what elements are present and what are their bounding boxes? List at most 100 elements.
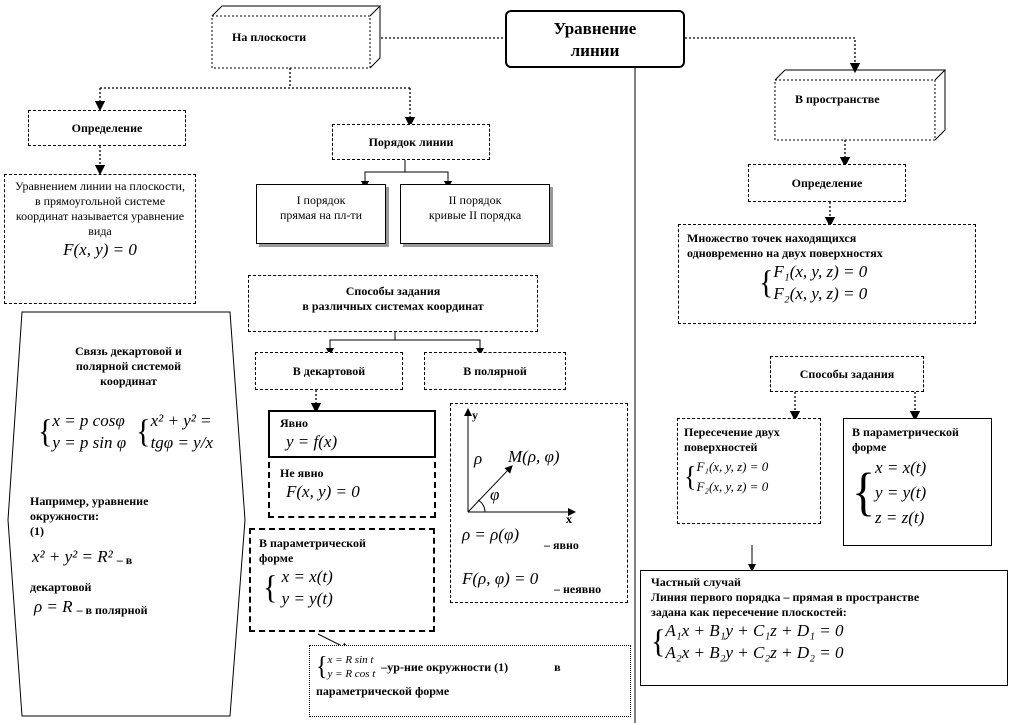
space-def-text2: одновременно на двух поверхностях xyxy=(687,246,883,260)
example-num: (1) xyxy=(30,524,44,538)
example-polar-row: ρ = R – в полярной xyxy=(34,596,147,618)
space-param-eq2: y = y(t) xyxy=(875,483,927,502)
main-title-line2: линии xyxy=(570,41,620,60)
plane-definition-description: Уравнением линии на плоскости, в прямоуг… xyxy=(15,179,185,238)
example-block: Например, уравнение окружности: (1) xyxy=(30,494,220,539)
plane-definition-box: Уравнением линии на плоскости, в прямоуг… xyxy=(4,174,196,304)
special-text2: задана как пересечение плоскостей: xyxy=(651,605,847,619)
param-eq1: x = x(t) xyxy=(281,567,333,586)
link-brace2: { xyxy=(136,413,151,450)
link-eq3: x² + y² = xyxy=(150,411,212,430)
polar-eq2: F(ρ, φ) = 0 xyxy=(462,569,539,588)
param-label2: форме xyxy=(259,551,294,565)
param-label1: В параметрической xyxy=(259,536,366,550)
cartesian-label: В декартовой xyxy=(292,364,366,378)
polar-box: В полярной xyxy=(424,352,566,390)
example-polar-note: – в полярной xyxy=(76,603,148,617)
link-eq4: tgφ = y/x xyxy=(150,433,213,452)
circle-in: в xyxy=(554,659,561,674)
circle-brace: { xyxy=(316,652,328,682)
polar-eq1: ρ = ρ(φ) xyxy=(462,525,520,544)
special-eq2: A₂x + B₂y + C₂z + D₂ = 0 xyxy=(665,643,844,662)
plane-label: На плоскости xyxy=(232,30,307,44)
order-box: Порядок линии xyxy=(332,124,490,160)
example1: Например, уравнение xyxy=(30,494,149,508)
polar-rho: ρ xyxy=(474,449,483,468)
link-eq1: x = p cosφ xyxy=(52,411,125,430)
plane-methods-box: Способы задания в различных системах коо… xyxy=(248,275,538,332)
example-polar-eq: ρ = R xyxy=(34,597,73,616)
circle-eq2: y = R cos t xyxy=(327,668,376,680)
polar-axis-x: x xyxy=(566,512,572,526)
order1-line2: прямая на пл-ти xyxy=(279,208,363,222)
plane-definition-label: Определение xyxy=(28,110,186,146)
polar-label: В полярной xyxy=(463,364,527,378)
space-definition-label: Определение xyxy=(791,176,863,190)
example2: окружности: xyxy=(30,509,100,523)
plane-methods-line1: Способы задания xyxy=(345,284,441,298)
polar-eq2-note: – неявно xyxy=(554,582,602,596)
space-def-text1: Множество точек находящихся xyxy=(687,231,857,245)
polar-eq1-note: – явно xyxy=(544,538,579,552)
order1-box: I порядок прямая на пл-ти xyxy=(256,184,386,244)
space-param-eq3: z = z(t) xyxy=(875,508,925,527)
polar-point: M(ρ, φ) xyxy=(508,447,560,466)
implicit-label: Не явно xyxy=(280,466,324,480)
intersection-line2: поверхностей xyxy=(684,440,758,454)
example-cart: декартовой xyxy=(30,580,92,594)
circle-text: –ур-ние окружности (1) xyxy=(381,659,509,674)
param-box: В параметрической форме { x = x(t) y = y… xyxy=(249,528,435,632)
special-brace: { xyxy=(651,623,666,660)
link-equations: { x = p cosφ y = p sin φ { x² + y² = tgφ… xyxy=(38,410,213,454)
cartesian-box: В декартовой xyxy=(255,352,403,390)
circle-text2: параметрической форме xyxy=(316,684,450,698)
space-def-eq2: F₂(x, y, z) = 0 xyxy=(773,284,868,303)
link-title2: полярной системой xyxy=(75,359,182,373)
space-param-line1: В параметрической xyxy=(852,425,959,439)
space-param-eq1: x = x(t) xyxy=(875,458,927,477)
link-title: Связь декартовой и полярной системой коо… xyxy=(36,344,221,389)
space-label: В пространстве xyxy=(795,92,880,106)
link-title3: координат xyxy=(100,374,157,388)
implicit-eq: F(x, y) = 0 xyxy=(286,482,360,501)
param-brace: { xyxy=(263,569,278,606)
plane-definition-equation: F(x, y) = 0 xyxy=(63,240,137,259)
special-eq1: A₁x + B₁y + C₁z + D₁ = 0 xyxy=(665,621,844,640)
param-eq2: y = y(t) xyxy=(281,589,333,608)
order-label: Порядок линии xyxy=(368,135,454,149)
polar-diagram-box xyxy=(450,403,628,603)
link-brace1: { xyxy=(38,413,53,450)
circle-param-box: { x = R sin t y = R cos t –ур-ние окружн… xyxy=(309,645,631,717)
main-title-box: Уравнение линии xyxy=(505,10,685,68)
space-definition-text-box: Множество точек находящихся одновременно… xyxy=(678,224,976,324)
space-methods-label: Способы задания xyxy=(799,367,895,381)
link-eq2: y = p sin φ xyxy=(52,433,127,452)
explicit-eq: y = f(x) xyxy=(286,432,338,451)
space-definition-box: Определение xyxy=(748,164,906,202)
space-param-box: В параметрической форме { x = x(t) y = y… xyxy=(843,418,992,546)
circle-eq1: x = R sin t xyxy=(327,654,374,666)
intersection-brace: { xyxy=(684,460,697,493)
order2-line2: кривые II порядка xyxy=(428,208,522,222)
polar-phi: φ xyxy=(490,485,500,504)
special-title: Частный случай xyxy=(651,575,741,589)
space-def-eq1: F₁(x, y, z) = 0 xyxy=(773,262,868,281)
example-eq-row: x² + y² = R² – в xyxy=(32,546,132,568)
explicit-box: Явно y = f(x) xyxy=(268,410,436,458)
explicit-label: Явно xyxy=(280,416,309,430)
link-title1: Связь декартовой и xyxy=(75,344,182,358)
plane-definition-text: Определение xyxy=(71,121,143,135)
order1-line1: I порядок xyxy=(296,193,346,207)
intersection-eq1: F₁(x, y, z) = 0 xyxy=(696,459,769,474)
space-param-line2: форме xyxy=(852,440,887,454)
example-eq: x² + y² = R² xyxy=(32,547,113,566)
space-methods-box: Способы задания xyxy=(770,356,924,392)
example-eq-note: – в xyxy=(116,553,133,567)
polar-axis-y: y xyxy=(472,408,478,422)
space-param-brace: { xyxy=(852,462,876,522)
order2-line1: II порядок xyxy=(448,193,502,207)
main-title-line1: Уравнение xyxy=(553,19,637,38)
order2-box: II порядок кривые II порядка xyxy=(400,184,550,244)
implicit-box: Не явно F(x, y) = 0 xyxy=(268,462,436,518)
